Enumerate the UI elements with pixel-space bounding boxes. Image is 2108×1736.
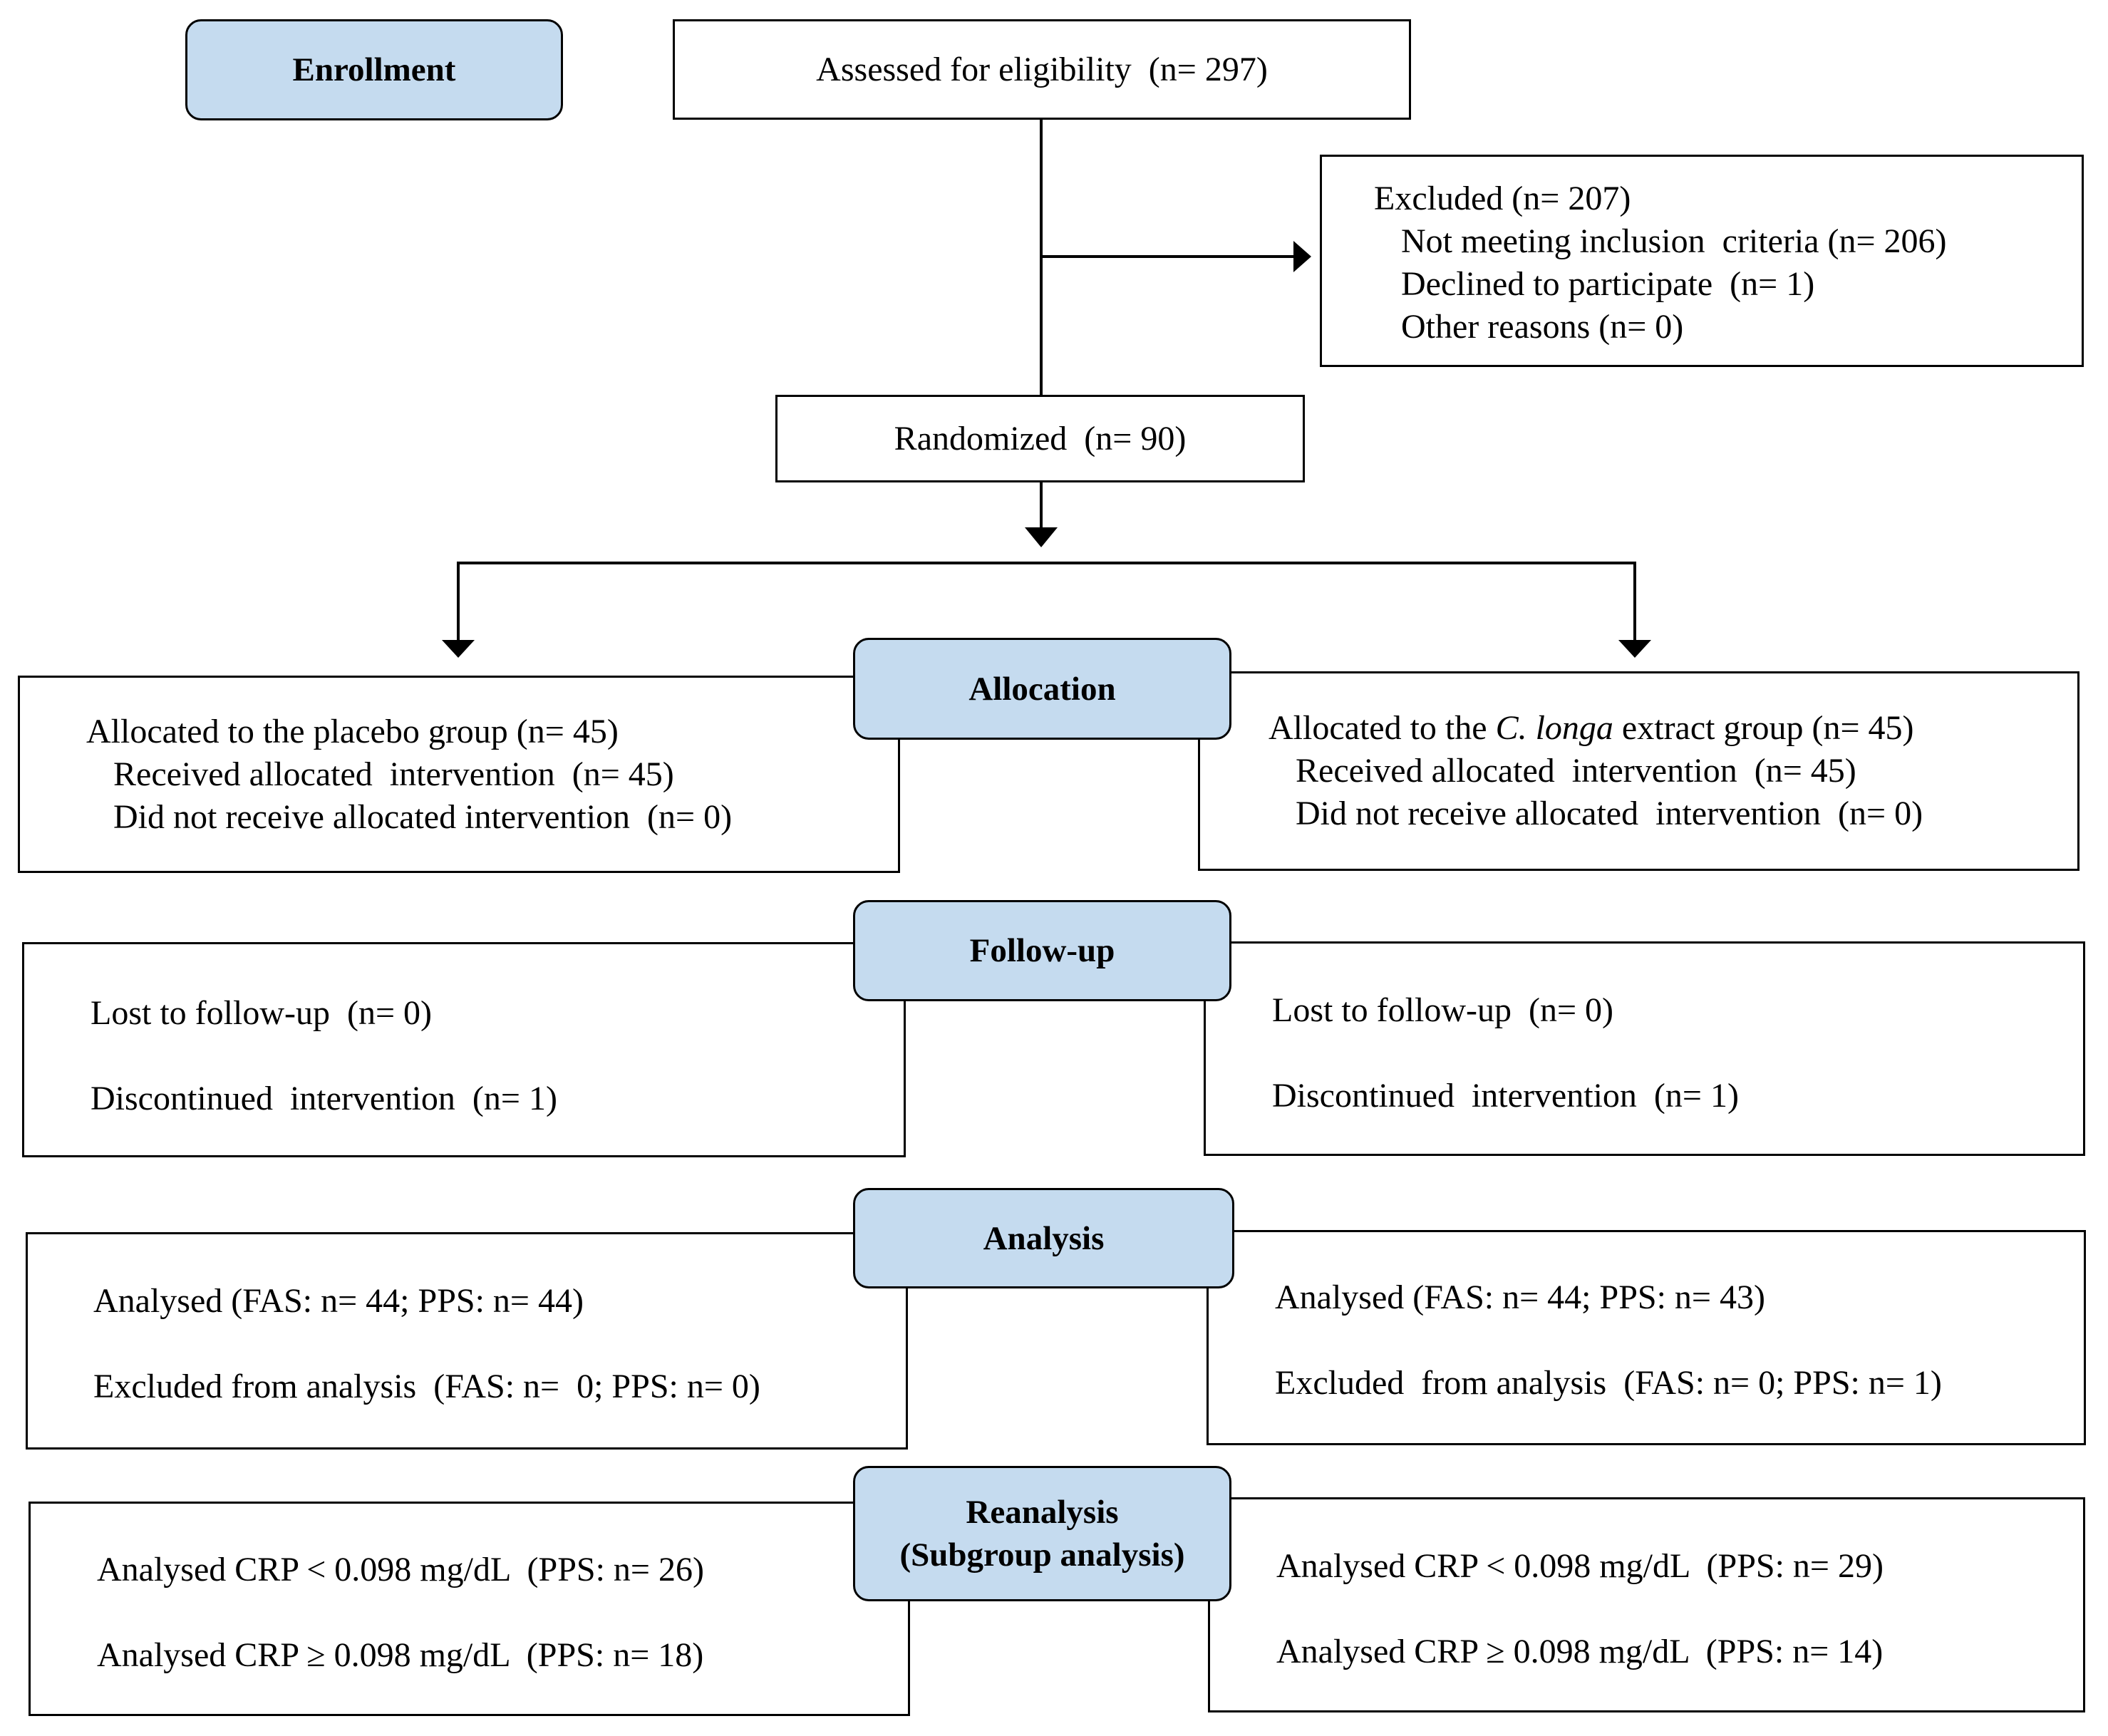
stage-enrollment: Enrollment xyxy=(185,19,563,120)
reanalysis-right-box: Analysed CRP < 0.098 mg/dL (PPS: n= 29) … xyxy=(1208,1497,2085,1712)
excluded-box: Excluded (n= 207) Not meeting inclusion … xyxy=(1320,155,2084,367)
reanalysis-right-low: Analysed CRP < 0.098 mg/dL (PPS: n= 29) xyxy=(1276,1547,1884,1585)
assessed-box: Assessed for eligibility (n= 297) xyxy=(673,19,1411,120)
stage-followup: Follow-up xyxy=(853,900,1231,1001)
excluded-title: Excluded (n= 207) xyxy=(1374,180,1631,217)
excluded-reason-other: Other reasons (n= 0) xyxy=(1401,308,1684,346)
followup-right-discontinued: Discontinued intervention (n= 1) xyxy=(1272,1077,1739,1115)
stage-analysis-label: Analysis xyxy=(983,1219,1105,1257)
allocation-right-not-received: Did not receive allocated intervention (… xyxy=(1296,795,1923,832)
followup-right-box: Lost to follow-up (n= 0) Discontinued in… xyxy=(1204,941,2085,1156)
allocation-left-received: Received allocated intervention (n= 45) xyxy=(113,755,674,793)
stage-enrollment-label: Enrollment xyxy=(292,51,456,88)
stage-allocation-label: Allocation xyxy=(968,670,1116,708)
stage-reanalysis: Reanalysis (Subgroup analysis) xyxy=(853,1466,1231,1601)
stage-analysis: Analysis xyxy=(853,1188,1234,1288)
allocation-right-title-species: C. longa xyxy=(1495,709,1613,747)
analysis-left-box: Analysed (FAS: n= 44; PPS: n= 44) Exclud… xyxy=(26,1232,908,1450)
reanalysis-left-low: Analysed CRP < 0.098 mg/dL (PPS: n= 26) xyxy=(97,1551,704,1588)
followup-right-lost: Lost to follow-up (n= 0) xyxy=(1272,991,1614,1029)
randomized-box: Randomized (n= 90) xyxy=(775,395,1305,482)
analysis-right-box: Analysed (FAS: n= 44; PPS: n= 43) Exclud… xyxy=(1207,1230,2086,1445)
stage-reanalysis-label-line1: Reanalysis xyxy=(966,1494,1119,1531)
allocation-right-title-prefix: Allocated to the xyxy=(1269,709,1496,747)
excluded-reason-declined: Declined to participate (n= 1) xyxy=(1401,265,1815,303)
allocation-left-box: Allocated to the placebo group (n= 45) R… xyxy=(18,676,900,873)
reanalysis-left-high: Analysed CRP ≥ 0.098 mg/dL (PPS: n= 18) xyxy=(97,1636,704,1674)
followup-left-box: Lost to follow-up (n= 0) Discontinued in… xyxy=(22,942,906,1157)
allocation-right-title: Allocated to the C. longa extract group … xyxy=(1269,707,2077,750)
stage-followup-label: Follow-up xyxy=(969,932,1115,969)
randomized-text: Randomized (n= 90) xyxy=(894,419,1187,458)
stage-allocation: Allocation xyxy=(853,638,1231,740)
analysis-right-analysed: Analysed (FAS: n= 44; PPS: n= 43) xyxy=(1275,1278,1765,1316)
reanalysis-left-box: Analysed CRP < 0.098 mg/dL (PPS: n= 26) … xyxy=(29,1502,910,1716)
arrowhead-left-arm xyxy=(442,640,475,658)
followup-left-lost: Lost to follow-up (n= 0) xyxy=(91,994,433,1032)
allocation-right-title-suffix: extract group (n= 45) xyxy=(1613,709,1914,747)
arrowhead-randomized xyxy=(1025,527,1058,547)
excluded-reason-not-meeting: Not meeting inclusion criteria (n= 206) xyxy=(1401,222,1947,260)
allocation-right-box: Allocated to the C. longa extract group … xyxy=(1198,671,2079,871)
followup-left-discontinued: Discontinued intervention (n= 1) xyxy=(91,1080,557,1117)
arrowhead-excluded xyxy=(1293,241,1311,272)
assessed-text: Assessed for eligibility (n= 297) xyxy=(816,50,1268,88)
arrowhead-right-arm xyxy=(1618,640,1651,658)
allocation-right-received: Received allocated intervention (n= 45) xyxy=(1296,752,1856,790)
stage-reanalysis-label-line2: (Subgroup analysis) xyxy=(899,1536,1185,1574)
allocation-left-not-received: Did not receive allocated intervention (… xyxy=(113,798,733,836)
analysis-left-analysed: Analysed (FAS: n= 44; PPS: n= 44) xyxy=(93,1282,584,1320)
analysis-right-excluded: Excluded from analysis (FAS: n= 0; PPS: … xyxy=(1275,1364,1942,1402)
reanalysis-right-high: Analysed CRP ≥ 0.098 mg/dL (PPS: n= 14) xyxy=(1276,1633,1884,1670)
allocation-left-title: Allocated to the placebo group (n= 45) xyxy=(86,713,619,750)
analysis-left-excluded: Excluded from analysis (FAS: n= 0; PPS: … xyxy=(93,1368,760,1405)
